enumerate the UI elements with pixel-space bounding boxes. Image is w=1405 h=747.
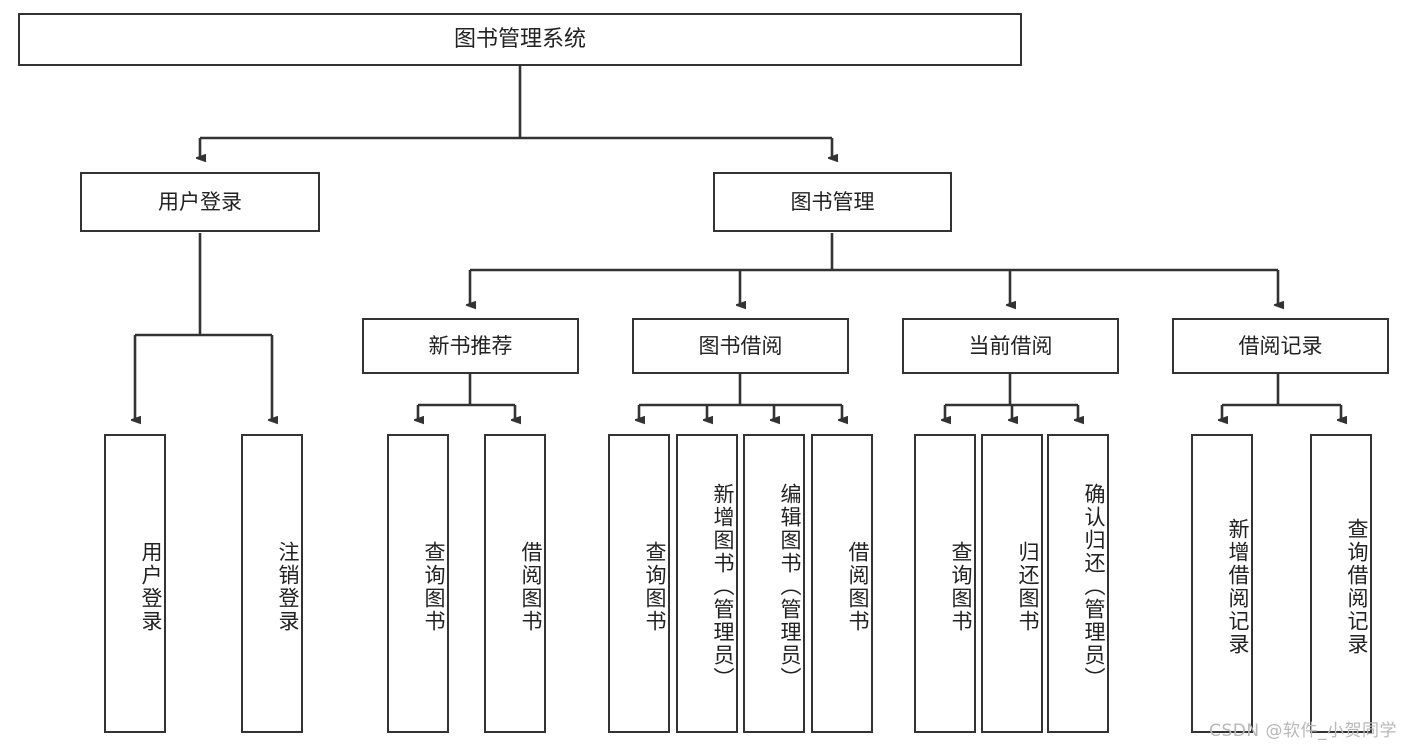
leaf-label: 新增借阅记录 [1226,517,1250,656]
node-book-management[interactable]: 图书管理 [713,172,952,232]
leaf-borrow-record-query[interactable]: 查询借阅记录 [1310,434,1372,733]
leaf-label: 查询借阅记录 [1345,517,1369,656]
node-root-label: 图书管理系统 [453,26,586,52]
node-user-login[interactable]: 用户登录 [80,172,320,232]
node-book-borrow-label: 图书借阅 [698,333,783,358]
leaf-new-book-borrow[interactable]: 借阅图书 [484,434,546,733]
leaf-book-borrow-add[interactable]: 新增图书（管理员） [676,434,738,733]
leaf-label: 查询图书 [643,540,667,633]
leaf-label: 借阅图书 [846,540,870,633]
leaf-label: 确认归还（管理员） [1082,483,1106,690]
leaf-label: 归还图书 [1016,540,1040,633]
leaf-user-login-login[interactable]: 用户登录 [104,434,166,733]
node-new-book-recommend-label: 新书推荐 [428,333,513,358]
node-root[interactable]: 图书管理系统 [18,13,1022,66]
leaf-book-borrow-query[interactable]: 查询图书 [608,434,670,733]
leaf-label: 查询图书 [422,540,446,633]
node-current-borrow-label: 当前借阅 [968,333,1053,358]
leaf-book-borrow-edit[interactable]: 编辑图书（管理员） [743,434,805,733]
watermark: CSDN @软件_小贺同学 [1209,721,1397,741]
leaf-label: 用户登录 [139,540,163,633]
leaf-label: 借阅图书 [519,540,543,633]
leaf-label: 新增图书（管理员） [711,483,735,690]
leaf-borrow-record-add[interactable]: 新增借阅记录 [1191,434,1253,733]
leaf-book-borrow-borrow[interactable]: 借阅图书 [811,434,873,733]
leaf-user-login-logout[interactable]: 注销登录 [241,434,303,733]
node-current-borrow[interactable]: 当前借阅 [902,318,1119,374]
leaf-current-borrow-return[interactable]: 归还图书 [981,434,1043,733]
node-new-book-recommend[interactable]: 新书推荐 [362,318,579,374]
leaf-label: 编辑图书（管理员） [778,483,802,690]
leaf-label: 查询图书 [949,540,973,633]
node-book-management-label: 图书管理 [790,189,875,214]
leaf-label: 注销登录 [276,540,300,633]
node-user-login-label: 用户登录 [158,189,242,214]
leaf-current-borrow-query[interactable]: 查询图书 [914,434,976,733]
node-borrow-record[interactable]: 借阅记录 [1172,318,1389,374]
leaf-new-book-query[interactable]: 查询图书 [387,434,449,733]
node-book-borrow[interactable]: 图书借阅 [632,318,849,374]
node-borrow-record-label: 借阅记录 [1238,333,1323,358]
leaf-current-borrow-confirm[interactable]: 确认归还（管理员） [1047,434,1109,733]
